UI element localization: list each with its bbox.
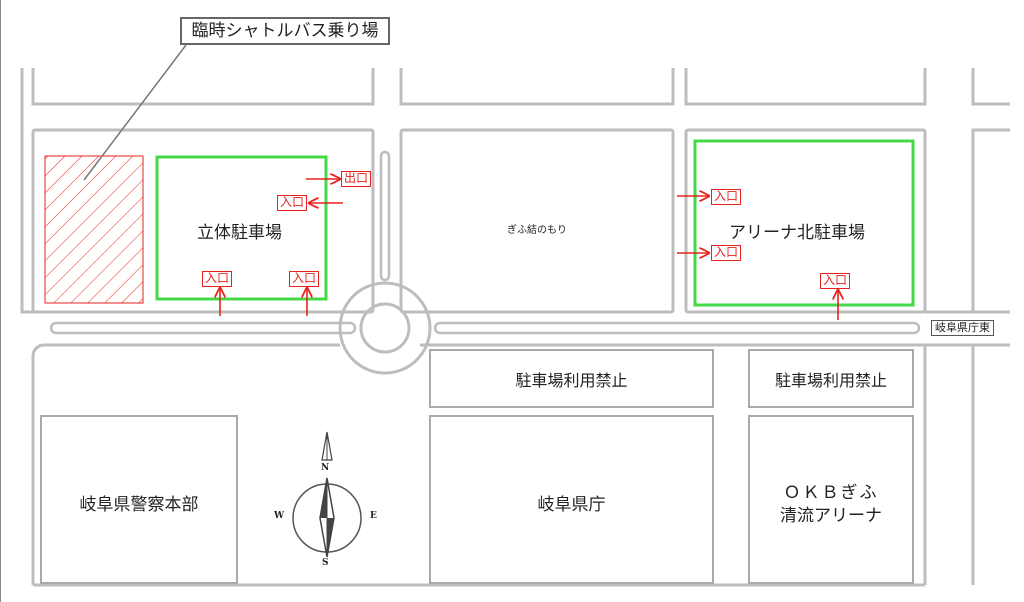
lower-blocks [40,349,914,584]
entrance-tag-rittai-side: 入口 [277,195,308,211]
compass-east-label: E [370,511,377,521]
prefectural-office-label: 岐阜県庁 [537,495,606,515]
rittai-parking-label: 立体駐車場 [197,223,282,243]
shuttle-bus-area[interactable] [44,155,144,304]
no-parking-label-2: 駐車場利用禁止 [774,371,887,390]
shuttle-bus-stop-label: 臨時シャトルバス乗り場 [180,17,390,45]
gifu-musubi-label: ぎふ結のもり [507,225,567,236]
roundabout [338,281,432,375]
entrance-tag-arena-bottom: 入口 [820,273,851,289]
entrance-tag-arena-top: 入口 [711,189,742,205]
police-hq-label: 岐阜県警察本部 [79,495,199,515]
compass-south-label: S [322,558,329,568]
entrance-exit-arrows [220,179,838,320]
rittai-parking-outline[interactable] [155,155,328,301]
compass-rose [292,431,362,558]
okb-arena-label-line2: 清流アリーナ [780,506,882,526]
road-divider-horizontal [49,321,921,335]
arena-north-parking-label: アリーナ北駐車場 [729,223,865,243]
okb-arena-label-line1: ＯＫＢぎふ [783,483,879,503]
road-label-kenchou-higashi: 岐阜県庁東 [931,320,994,336]
road-boundaries [20,68,1010,587]
top-blocks [31,68,1010,106]
compass-west-label: W [274,511,285,521]
road-divider-vertical [379,150,391,282]
no-parking-label-1: 駐車場利用禁止 [515,371,628,390]
compass-north-label: N [321,463,330,473]
exit-tag-rittai: 出口 [341,171,372,187]
entrance-tag-arena-middle: 入口 [711,245,742,261]
callout-leader-line [83,44,187,181]
entrance-tag-rittai-bottom-left: 入口 [202,271,233,287]
arena-north-parking-outline[interactable] [693,139,915,307]
entrance-tag-rittai-bottom-right: 入口 [289,271,320,287]
